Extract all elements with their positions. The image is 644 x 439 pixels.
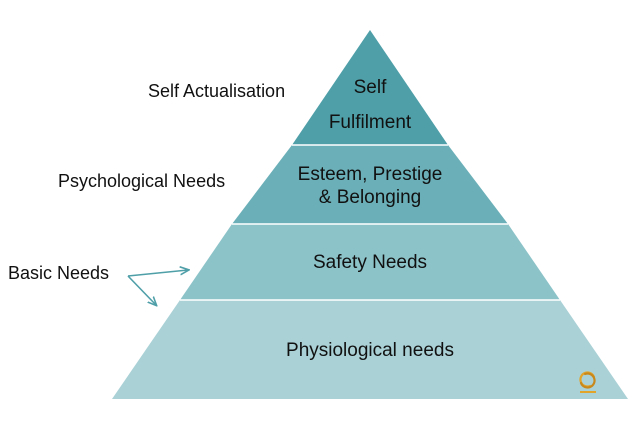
pyramid: [112, 30, 628, 399]
tier-label-belonging: & Belonging: [319, 187, 421, 208]
tier-safety: [180, 224, 560, 300]
tier-label-self: Self: [354, 77, 387, 98]
side-label-self-actualisation: Self Actualisation: [148, 81, 285, 101]
tier-label-safety: Safety Needs: [313, 252, 427, 273]
swirl-logo-icon: [579, 371, 596, 393]
arrow-icon-lower: [127, 275, 156, 305]
tier-label-physiological: Physiological needs: [286, 340, 454, 361]
tier-labels: Self Fulfilment Esteem, Prestige & Belon…: [286, 77, 454, 361]
arrow-icon-upper: [127, 270, 188, 277]
tier-label-esteem-prestige: Esteem, Prestige: [298, 164, 443, 185]
tier-label-fulfilment: Fulfilment: [329, 112, 412, 133]
arrow-icon: [127, 270, 188, 305]
tier-self-fulfilment: [292, 30, 448, 145]
side-labels: Self Actualisation Psychological Needs B…: [8, 81, 285, 283]
side-label-basic-needs: Basic Needs: [8, 263, 109, 283]
tier-esteem: [232, 145, 508, 224]
tier-physiological: [112, 300, 628, 399]
side-label-psychological-needs: Psychological Needs: [58, 171, 225, 191]
